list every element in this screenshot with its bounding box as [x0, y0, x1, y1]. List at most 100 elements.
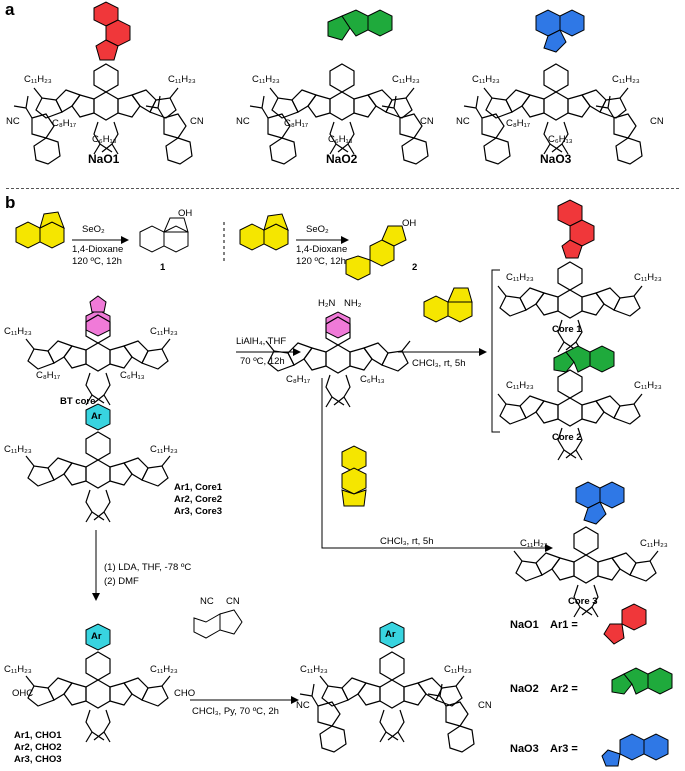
core2-c11h23-right: C₁₁H₂₃	[634, 380, 662, 391]
ar-core-structure	[25, 403, 171, 523]
def-nao3: NaO3	[510, 743, 539, 755]
anthrindanone-2	[239, 213, 289, 251]
diketone-2	[345, 225, 407, 281]
nao1-nc: NC	[6, 116, 20, 127]
cho-core-structure	[25, 623, 171, 743]
ar-hex-label: Ar	[91, 411, 102, 422]
bt-c11h23-right: C₁₁H₂₃	[150, 326, 178, 337]
r1-reagent: SeO₂	[82, 224, 105, 235]
core1-label: Core 1	[552, 324, 582, 335]
nao1-c6h13: C₆H₁₃	[92, 134, 117, 145]
cho-list-1: Ar1, CHO1	[14, 730, 62, 741]
bt-core-structure	[25, 295, 171, 406]
cho-label: CHO	[174, 688, 196, 699]
ohc-label: OHC	[12, 688, 34, 699]
ar1-fragment	[603, 603, 647, 645]
nao2-c11h23-left: C₁₁H₂₃	[252, 74, 280, 85]
core1-c11h23-left: C₁₁H₂₃	[506, 272, 534, 283]
nao3-c8h17: C₈H₁₇	[506, 118, 531, 129]
core3-label: Core 3	[568, 596, 598, 607]
r1-cond2: 120 ºC, 12h	[72, 256, 122, 267]
final-nc: NC	[296, 700, 310, 711]
ic-reagent	[193, 609, 243, 639]
diketone-1	[139, 217, 189, 253]
diamine-c8h17: C₈H₁₇	[286, 374, 311, 385]
h2n-label: H₂N	[318, 298, 336, 309]
product-2-label: 2	[412, 262, 418, 273]
core1-c11h23-right: C₁₁H₂₃	[634, 272, 662, 283]
nao2-label: NaO2	[326, 152, 358, 166]
panel-a-label: a	[5, 0, 15, 19]
nao3-nc: NC	[456, 116, 470, 127]
diamine-c6h13: C₆H₁₃	[360, 374, 385, 385]
cho-list-3: Ar3, CHO3	[14, 754, 62, 765]
ar3-fragment	[601, 733, 669, 767]
ic-cn: CN	[226, 596, 240, 607]
r3-reagent: LiAlH₄, THF	[236, 336, 287, 347]
diketone-reagent-2	[341, 445, 367, 507]
nao2-structure	[249, 9, 429, 165]
r2-cond2: 120 ºC, 12h	[296, 256, 346, 267]
r4-cond: CHCl₃, rt, 5h	[412, 358, 466, 369]
core2-label: Core 2	[552, 432, 582, 443]
nao3-label: NaO3	[540, 152, 572, 166]
nao2-c6h13: C₆H₁₃	[328, 134, 353, 145]
final-c11h23-right: C₁₁H₂₃	[444, 664, 472, 675]
def-nao2: NaO2	[510, 683, 539, 695]
ar-list-1: Ar1, Core1	[174, 482, 223, 493]
nao1-structure	[13, 1, 193, 165]
nao3-structure	[463, 9, 643, 165]
bt-c6h13: C₆H₁₃	[120, 370, 145, 381]
r6-line2: (2) DMF	[104, 576, 139, 587]
ic-nc: NC	[200, 596, 214, 607]
r3-cond: 70 ºC, 12h	[240, 356, 285, 367]
nao1-c8h17: C₈H₁₇	[52, 118, 77, 129]
r6-line1: (1) LDA, THF, -78 ºC	[104, 562, 192, 573]
r5-cond: CHCl₃, rt, 5h	[380, 536, 434, 547]
nh2-label: NH₂	[344, 298, 362, 309]
final-c11h23-left: C₁₁H₂₃	[300, 664, 328, 675]
nao1-c11h23-right: C₁₁H₂₃	[168, 74, 196, 85]
cho-c11h23-left: C₁₁H₂₃	[4, 664, 32, 675]
nao2-c11h23-right: C₁₁H₂₃	[392, 74, 420, 85]
product-1-label: 1	[160, 262, 166, 273]
nao1-cn: CN	[190, 116, 204, 127]
nao2-cn: CN	[420, 116, 434, 127]
nao3-c11h23-left: C₁₁H₂₃	[472, 74, 500, 85]
core3-c11h23-left: C₁₁H₂₃	[520, 538, 548, 549]
cho-ar-label: Ar	[91, 631, 102, 642]
core2-c11h23-left: C₁₁H₂₃	[506, 380, 534, 391]
bt-c11h23-left: C₁₁H₂₃	[4, 326, 32, 337]
r2-cond1: 1,4-Dioxane	[296, 244, 348, 255]
core3-structure	[513, 481, 659, 618]
bt-c8h17: C₈H₁₇	[36, 370, 61, 381]
core1-structure	[497, 199, 643, 353]
def-ar1: Ar1 =	[550, 619, 578, 631]
core2-structure	[497, 345, 643, 461]
panel-divider	[6, 188, 679, 189]
final-ar-label: Ar	[385, 629, 396, 640]
def-ar2: Ar2 =	[550, 683, 578, 695]
def-ar3: Ar3 =	[550, 743, 578, 755]
bt-core-label: BT core	[60, 396, 96, 407]
final-cn: CN	[478, 700, 492, 711]
core3-c11h23-right: C₁₁H₂₃	[640, 538, 668, 549]
nao1-c11h23-left: C₁₁H₂₃	[24, 74, 52, 85]
cho-list-2: Ar2, CHO2	[14, 742, 62, 753]
arcore-c11h23-right: C₁₁H₂₃	[150, 444, 178, 455]
arcore-c11h23-left: C₁₁H₂₃	[4, 444, 32, 455]
nao3-c6h13: C₆H₁₃	[548, 134, 573, 145]
r1-cond1: 1,4-Dioxane	[72, 244, 124, 255]
nao2-c8h17: C₈H₁₇	[284, 118, 309, 129]
ar2-fragment	[611, 667, 673, 695]
diamine-core-structure	[265, 311, 411, 408]
ar-list-3: Ar3, Core3	[174, 506, 223, 517]
oh-1: OH	[178, 208, 193, 219]
nao2-nc: NC	[236, 116, 250, 127]
oh-2: OH	[402, 218, 417, 229]
r2-reagent: SeO₂	[306, 224, 329, 235]
naphthindanone-1	[15, 211, 65, 249]
final-product-structure	[299, 621, 475, 753]
diketone-reagent-1	[423, 287, 473, 323]
